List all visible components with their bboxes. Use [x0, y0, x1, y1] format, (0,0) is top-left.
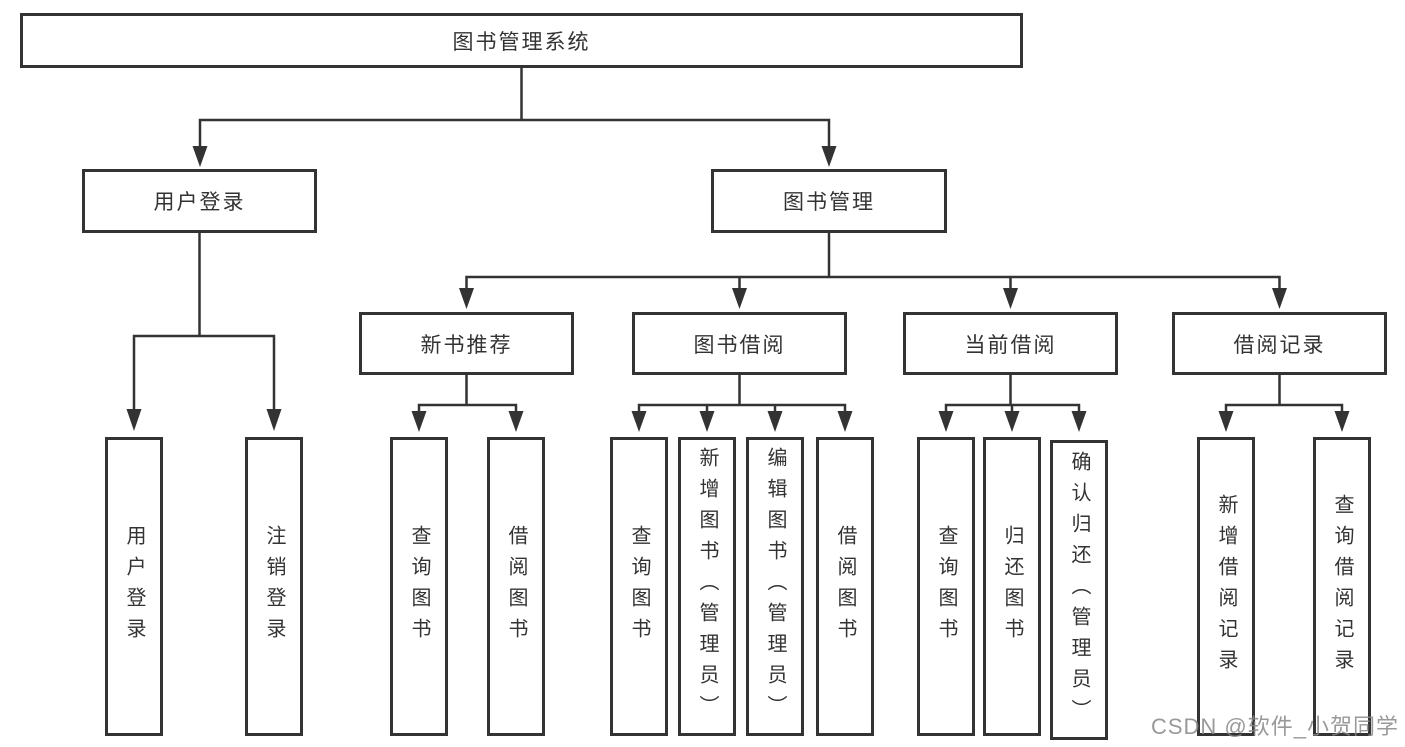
- node-add-borrow-record: 新增借阅记录: [1197, 437, 1255, 736]
- arrowheads: [126, 146, 1350, 432]
- node-query-books-borrowing: 查询图书: [610, 437, 668, 736]
- node-query-books-recommend: 查询图书: [390, 437, 448, 736]
- node-logout: 注销登录: [245, 437, 303, 736]
- node-new-book-recommendation: 新书推荐: [359, 312, 574, 375]
- node-book-management: 图书管理: [711, 169, 947, 233]
- node-edit-books-admin: 编辑图书（管理员）: [746, 437, 804, 736]
- node-book-borrowing: 图书借阅: [632, 312, 847, 375]
- node-borrow-books-recommend: 借阅图书: [487, 437, 545, 736]
- node-return-books: 归还图书: [983, 437, 1041, 736]
- node-query-books-current: 查询图书: [917, 437, 975, 736]
- csdn-watermark: CSDN @软件_小贺同学: [1150, 714, 1399, 739]
- node-borrowing-records: 借阅记录: [1172, 312, 1387, 375]
- node-library-management-system: 图书管理系统: [20, 13, 1023, 68]
- node-confirm-return-admin: 确认归还（管理员）: [1050, 440, 1108, 740]
- node-query-borrow-record: 查询借阅记录: [1313, 437, 1371, 736]
- node-borrow-books-borrowing: 借阅图书: [816, 437, 874, 736]
- node-current-borrowing: 当前借阅: [903, 312, 1118, 375]
- node-user-login-leaf: 用户登录: [105, 437, 163, 736]
- node-add-books-admin: 新增图书（管理员）: [678, 437, 736, 736]
- node-user-login: 用户登录: [82, 169, 317, 233]
